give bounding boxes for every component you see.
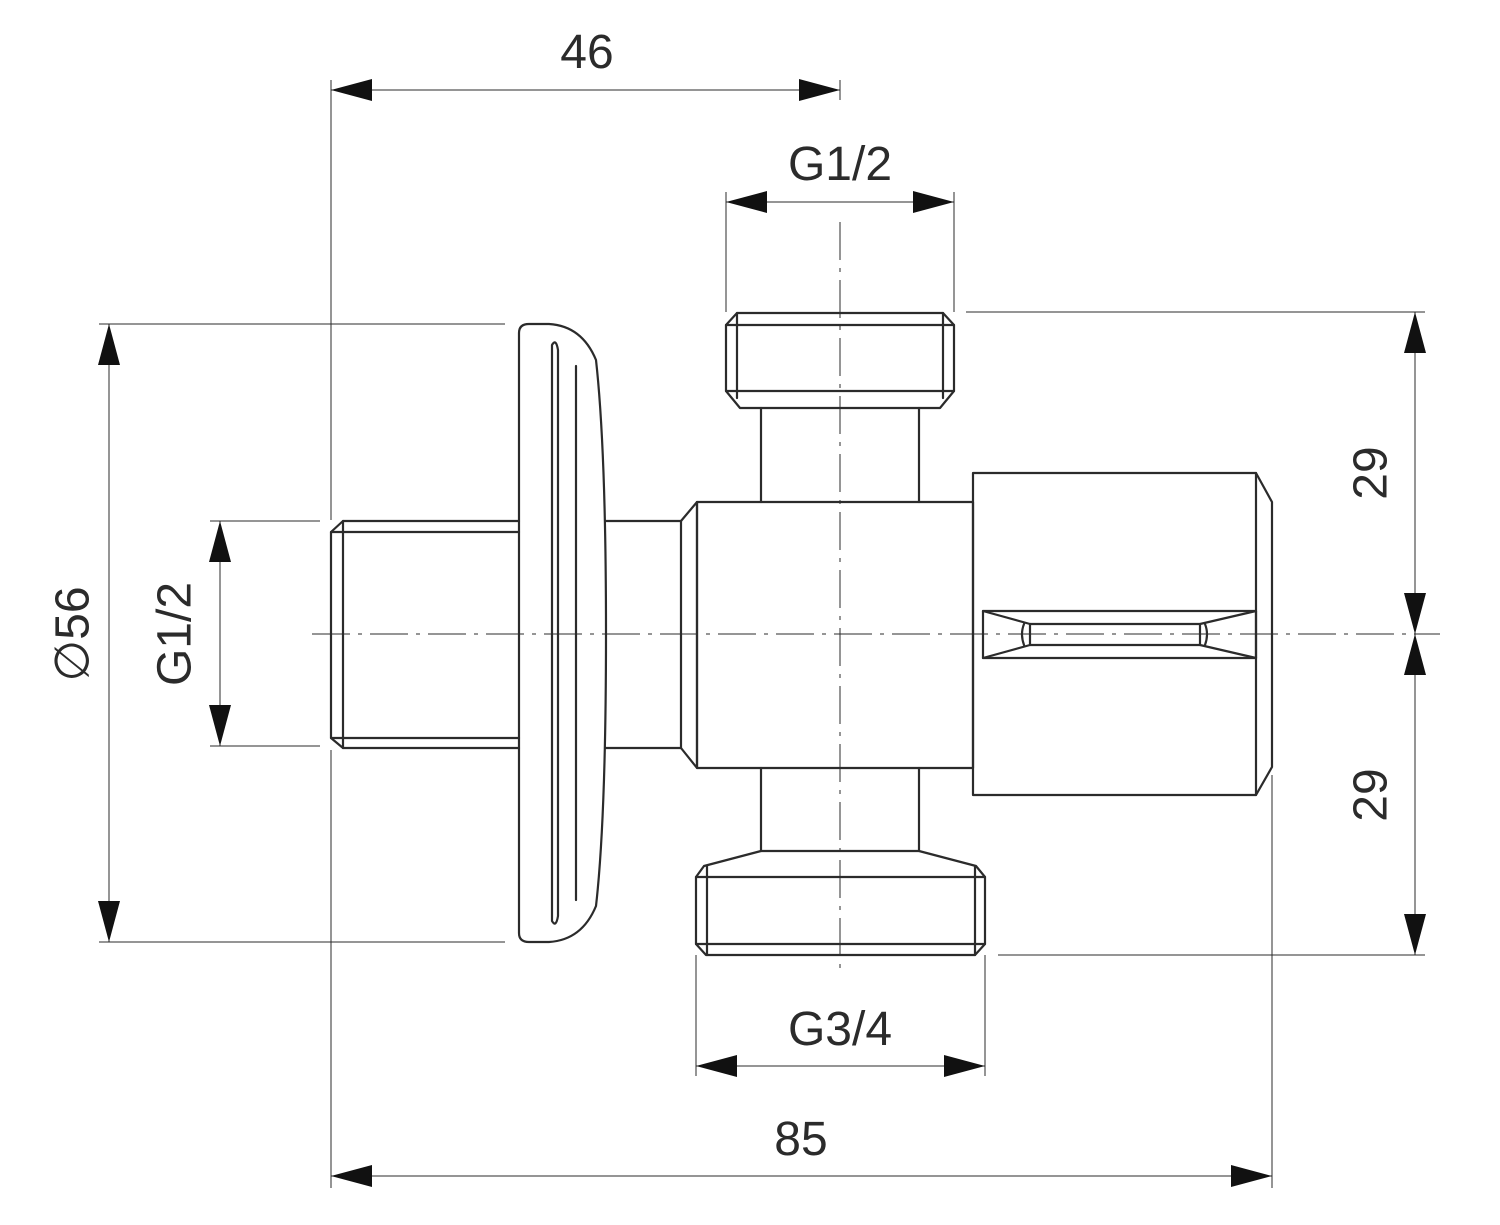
label-lower-height: 29 [1345, 768, 1398, 821]
dim-bottom-outlet [696, 1055, 985, 1077]
label-overall-length: 85 [774, 1113, 827, 1166]
label-top-outlet-thread: G1/2 [788, 138, 892, 191]
label-upper-height: 29 [1345, 446, 1398, 499]
valve-neck [604, 519, 683, 750]
label-rosette-diameter: ∅56 [47, 586, 100, 681]
label-bottom-outlet-thread: G3/4 [788, 1003, 892, 1056]
inlet-nipple [329, 519, 521, 750]
dim-top-outlet [726, 191, 954, 213]
dim-top-width [331, 79, 840, 101]
dim-lower-height [1404, 634, 1426, 955]
center-lines [312, 222, 1440, 972]
dim-upper-height [1404, 312, 1426, 634]
wall-rosette [517, 322, 608, 944]
dim-rosette-diameter [98, 324, 120, 942]
label-top-width: 46 [560, 26, 613, 79]
extension-lines [99, 80, 1425, 1188]
top-outlet-nut [724, 311, 956, 410]
dim-overall-length [331, 1165, 1272, 1187]
dim-inlet [209, 521, 231, 746]
label-inlet-thread: G1/2 [149, 582, 202, 686]
valve-body [329, 311, 1274, 957]
valve-main-body [695, 500, 975, 770]
